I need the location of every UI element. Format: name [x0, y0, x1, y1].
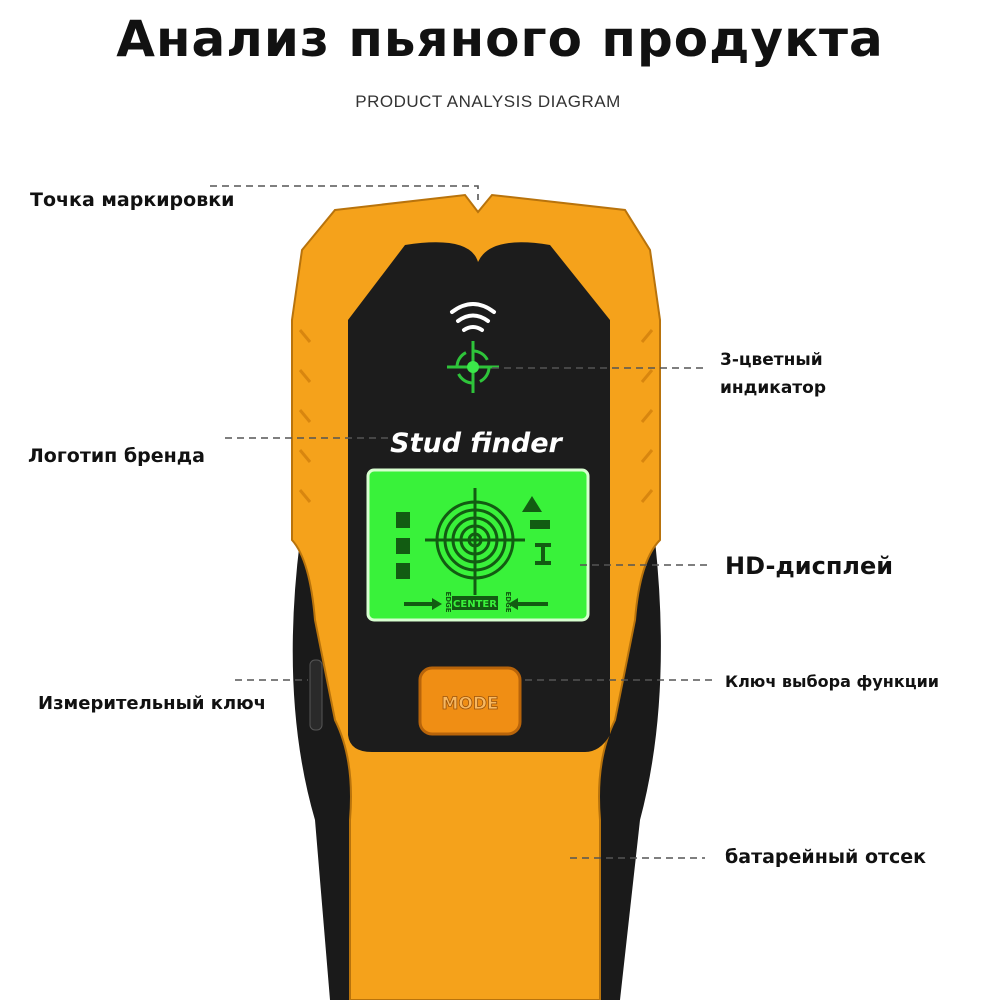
callout-function-key: Ключ выбора функции [725, 672, 939, 691]
mode-button[interactable] [418, 666, 522, 736]
callout-measure-key: Измерительный ключ [38, 693, 266, 714]
callout-marking-point: Точка маркировки [30, 189, 235, 211]
mode-button-label: MODE [441, 694, 498, 714]
callout-battery: батарейный отсек [725, 846, 927, 868]
page-subtitle: PRODUCT ANALYSIS DIAGRAM [355, 92, 621, 111]
lcd-arrows [404, 598, 548, 610]
side-ridges [298, 329, 654, 503]
callout-indicator-line1: 3-цветный [720, 350, 823, 370]
measure-button[interactable] [309, 659, 323, 731]
leader-marking-point [210, 185, 479, 200]
brand-logo: Stud finder [390, 428, 563, 459]
lcd-edge-label-left: EDGE [444, 591, 452, 612]
callout-brand-logo: Логотип бренда [28, 445, 205, 467]
page-title: Анализ пьяного продукта [116, 10, 884, 68]
callout-display: HD-дисплей [725, 552, 894, 580]
lcd-center-label: CENTER [453, 599, 497, 610]
lcd-depth-icons [396, 512, 410, 579]
lcd-status-icons [522, 496, 551, 565]
lcd-target-icon [425, 488, 525, 595]
indicator-light-icon [447, 341, 499, 393]
signal-icon [450, 302, 496, 332]
callout-indicator-line2: индикатор [720, 378, 827, 398]
lcd-edge-label-right: EDGE [504, 591, 512, 612]
